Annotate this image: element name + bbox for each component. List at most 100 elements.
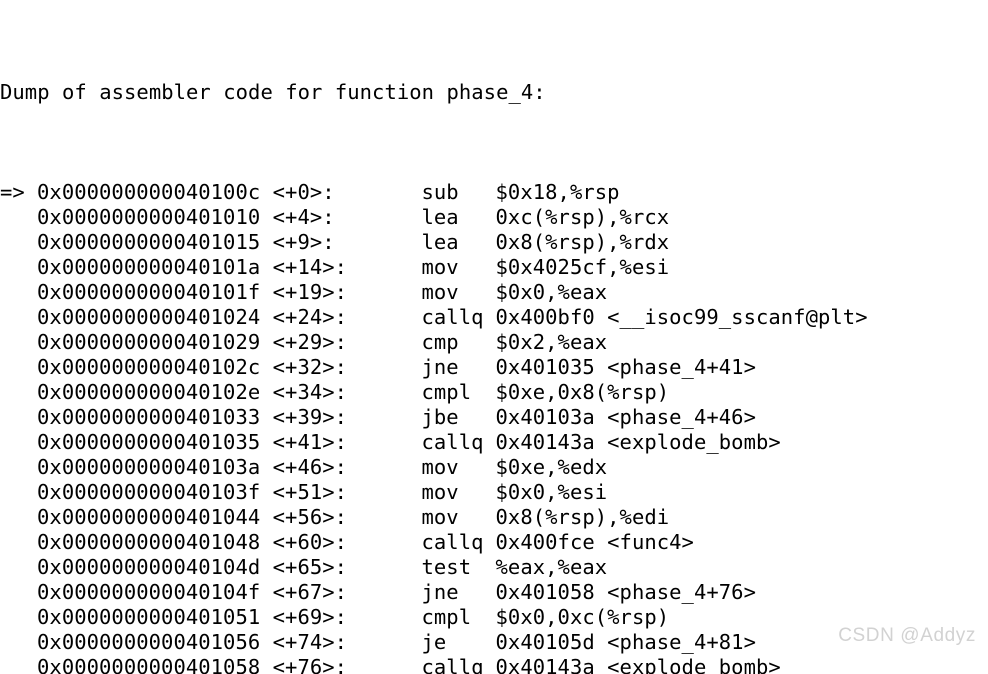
instruction-row: 0x0000000000401056 <+74>: je 0x40105d <p… (0, 630, 988, 655)
instruction-row: 0x0000000000401029 <+29>: cmp $0x2,%eax (0, 330, 988, 355)
instruction-offset: <+34>: (272, 380, 422, 404)
instruction-address: 0x0000000000401051 (37, 605, 273, 629)
instruction-offset: <+19>: (272, 280, 422, 304)
instruction-mnemonic: callq (421, 655, 496, 674)
instruction-operands: 0x401058 <phase_4+76> (495, 580, 756, 604)
instruction-operands: 0x401035 <phase_4+41> (495, 355, 756, 379)
instruction-mnemonic: mov (421, 280, 496, 304)
instruction-offset: <+41>: (272, 430, 422, 454)
instruction-row: 0x000000000040102e <+34>: cmpl $0xe,0x8(… (0, 380, 988, 405)
instruction-row: 0x0000000000401015 <+9>: lea 0x8(%rsp),%… (0, 230, 988, 255)
instruction-address: 0x0000000000401056 (37, 630, 273, 654)
instruction-address: 0x000000000040102e (37, 380, 273, 404)
instruction-offset: <+65>: (272, 555, 422, 579)
instruction-offset: <+74>: (272, 630, 422, 654)
instruction-mnemonic: mov (421, 480, 496, 504)
instruction-row: 0x000000000040101f <+19>: mov $0x0,%eax (0, 280, 988, 305)
instruction-offset: <+39>: (272, 405, 422, 429)
instruction-address: 0x0000000000401029 (37, 330, 273, 354)
instruction-address: 0x0000000000401058 (37, 655, 273, 674)
instruction-offset: <+0>: (272, 180, 422, 204)
instruction-operands: $0x0,0xc(%rsp) (495, 605, 670, 629)
instruction-address: 0x000000000040101f (37, 280, 273, 304)
instruction-mnemonic: callq (421, 305, 496, 329)
instruction-row: =>0x000000000040100c <+0>: sub $0x18,%rs… (0, 180, 988, 205)
instruction-operands: %eax,%eax (495, 555, 608, 579)
instruction-address: 0x000000000040100c (37, 180, 273, 204)
instruction-offset: <+56>: (272, 505, 422, 529)
instruction-row: 0x000000000040104f <+67>: jne 0x401058 <… (0, 580, 988, 605)
instruction-list: =>0x000000000040100c <+0>: sub $0x18,%rs… (0, 180, 988, 674)
instruction-row: 0x0000000000401035 <+41>: callq 0x40143a… (0, 430, 988, 455)
instruction-operands: 0x40103a <phase_4+46> (495, 405, 756, 429)
instruction-offset: <+4>: (272, 205, 422, 229)
instruction-address: 0x0000000000401035 (37, 430, 273, 454)
instruction-offset: <+69>: (272, 605, 422, 629)
instruction-mnemonic: sub (421, 180, 496, 204)
instruction-mnemonic: jne (421, 355, 496, 379)
instruction-operands: $0x2,%eax (495, 330, 608, 354)
instruction-row: 0x0000000000401044 <+56>: mov 0x8(%rsp),… (0, 505, 988, 530)
instruction-address: 0x000000000040102c (37, 355, 273, 379)
instruction-address: 0x000000000040103f (37, 480, 273, 504)
instruction-offset: <+67>: (272, 580, 422, 604)
instruction-address: 0x000000000040104d (37, 555, 273, 579)
instruction-operands: 0x40143a <explode_bomb> (495, 430, 781, 454)
instruction-operands: 0xc(%rsp),%rcx (495, 205, 670, 229)
instruction-mnemonic: je (421, 630, 496, 654)
instruction-address: 0x000000000040103a (37, 455, 273, 479)
instruction-mnemonic: callq (421, 430, 496, 454)
instruction-offset: <+32>: (272, 355, 422, 379)
instruction-offset: <+24>: (272, 305, 422, 329)
instruction-mnemonic: test (421, 555, 496, 579)
instruction-operands: 0x400bf0 <__isoc99_sscanf@plt> (495, 305, 868, 329)
instruction-address: 0x0000000000401033 (37, 405, 273, 429)
instruction-offset: <+14>: (272, 255, 422, 279)
instruction-operands: $0x0,%esi (495, 480, 608, 504)
instruction-address: 0x0000000000401010 (37, 205, 273, 229)
instruction-row: 0x0000000000401051 <+69>: cmpl $0x0,0xc(… (0, 605, 988, 630)
instruction-row: 0x0000000000401024 <+24>: callq 0x400bf0… (0, 305, 988, 330)
instruction-row: 0x0000000000401048 <+60>: callq 0x400fce… (0, 530, 988, 555)
instruction-address: 0x0000000000401024 (37, 305, 273, 329)
instruction-mnemonic: lea (421, 205, 496, 229)
instruction-offset: <+29>: (272, 330, 422, 354)
instruction-mnemonic: mov (421, 255, 496, 279)
instruction-offset: <+9>: (272, 230, 422, 254)
disassembly-output: Dump of assembler code for function phas… (0, 5, 988, 674)
instruction-mnemonic: cmpl (421, 380, 496, 404)
instruction-operands: $0xe,%edx (495, 455, 608, 479)
instruction-operands: $0x0,%eax (495, 280, 608, 304)
instruction-row: 0x000000000040104d <+65>: test %eax,%eax (0, 555, 988, 580)
instruction-row: 0x000000000040102c <+32>: jne 0x401035 <… (0, 355, 988, 380)
instruction-offset: <+60>: (272, 530, 422, 554)
instruction-mnemonic: mov (421, 455, 496, 479)
instruction-address: 0x000000000040104f (37, 580, 273, 604)
instruction-mnemonic: cmpl (421, 605, 496, 629)
instruction-address: 0x0000000000401044 (37, 505, 273, 529)
instruction-mnemonic: lea (421, 230, 496, 254)
instruction-operands: 0x8(%rsp),%edi (495, 505, 670, 529)
instruction-address: 0x0000000000401048 (37, 530, 273, 554)
instruction-row: 0x000000000040101a <+14>: mov $0x4025cf,… (0, 255, 988, 280)
instruction-row: 0x0000000000401058 <+76>: callq 0x40143a… (0, 655, 988, 674)
instruction-row: 0x000000000040103a <+46>: mov $0xe,%edx (0, 455, 988, 480)
instruction-offset: <+46>: (272, 455, 422, 479)
instruction-mnemonic: callq (421, 530, 496, 554)
instruction-operands: 0x8(%rsp),%rdx (495, 230, 670, 254)
instruction-mnemonic: jbe (421, 405, 496, 429)
instruction-mnemonic: jne (421, 580, 496, 604)
instruction-operands: 0x40143a <explode_bomb> (495, 655, 781, 674)
instruction-offset: <+51>: (272, 480, 422, 504)
instruction-row: 0x000000000040103f <+51>: mov $0x0,%esi (0, 480, 988, 505)
csdn-watermark: CSDN @Addyz (838, 625, 976, 646)
instruction-operands: 0x40105d <phase_4+81> (495, 630, 756, 654)
instruction-operands: 0x400fce <func4> (495, 530, 694, 554)
dump-header-line: Dump of assembler code for function phas… (0, 80, 546, 104)
instruction-row: 0x0000000000401010 <+4>: lea 0xc(%rsp),%… (0, 205, 988, 230)
current-instruction-marker: => (0, 180, 25, 204)
instruction-address: 0x000000000040101a (37, 255, 273, 279)
instruction-mnemonic: cmp (421, 330, 496, 354)
instruction-row: 0x0000000000401033 <+39>: jbe 0x40103a <… (0, 405, 988, 430)
